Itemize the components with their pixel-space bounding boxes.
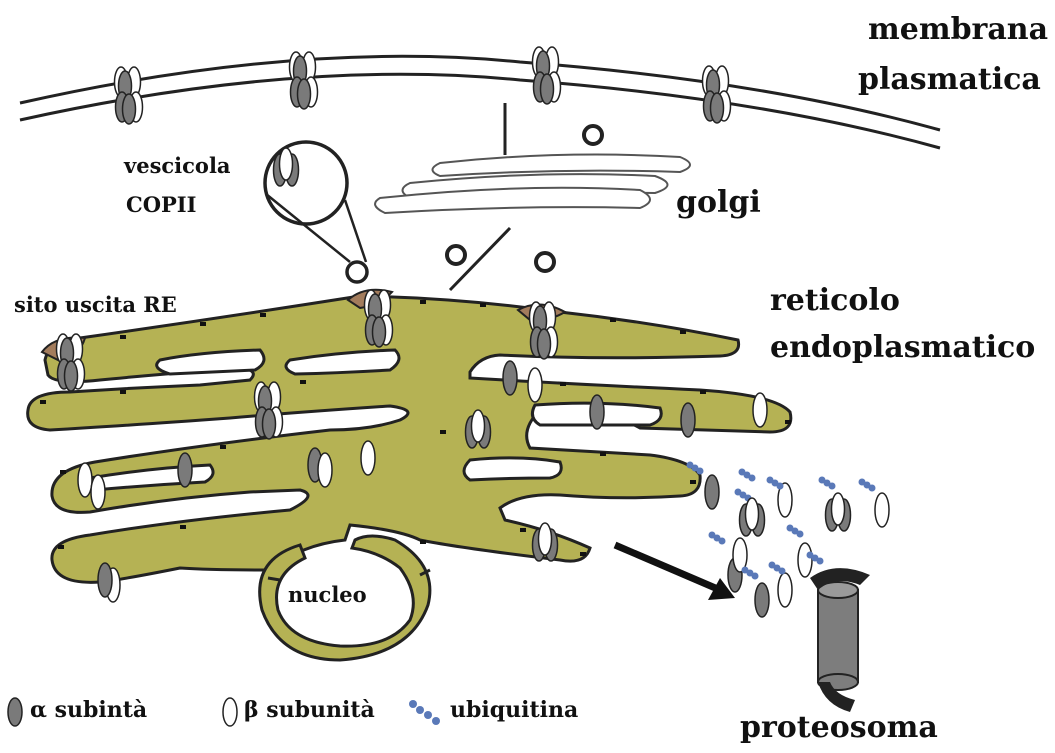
degradation-arrow — [615, 545, 735, 600]
vesicle — [584, 126, 602, 144]
er-label-line1: reticolo — [770, 283, 900, 318]
copii-vesicle-zoom — [265, 142, 367, 282]
legend-alpha-label: α subintà — [30, 697, 147, 723]
membrane-label-line2: plasmatica — [858, 62, 1041, 97]
golgi-label: golgi — [676, 185, 761, 220]
legend-ubiquitin-symbol — [409, 700, 440, 725]
membrane-receptor-3 — [533, 47, 561, 104]
legend-alpha-symbol — [8, 698, 22, 726]
exit-site-label: sito uscita RE — [14, 292, 177, 317]
legend-beta-label: β subunità — [244, 697, 375, 723]
membrane-label-line1: membrana — [868, 12, 1048, 47]
legend-ubiquitin-label: ubiquitina — [450, 697, 578, 723]
vesicle-label-line1: vescicola — [124, 153, 231, 178]
plasma-membrane — [20, 56, 940, 148]
membrane-receptor-1 — [115, 67, 143, 124]
membrane-receptor-2 — [290, 52, 318, 109]
membrane-receptor-4 — [703, 66, 731, 123]
vesicle — [536, 253, 554, 271]
proteasome — [810, 568, 870, 712]
golgi-apparatus — [375, 155, 690, 213]
legend-beta-symbol — [223, 698, 237, 726]
proteasome-label: proteosoma — [740, 710, 938, 745]
nucleus-label: nucleo — [288, 582, 367, 607]
vesicle — [447, 246, 465, 264]
endoplasmic-reticulum — [28, 296, 791, 582]
er-label-line2: endoplasmatico — [770, 330, 1035, 365]
vesicle-label-line2: COPII — [126, 192, 196, 217]
